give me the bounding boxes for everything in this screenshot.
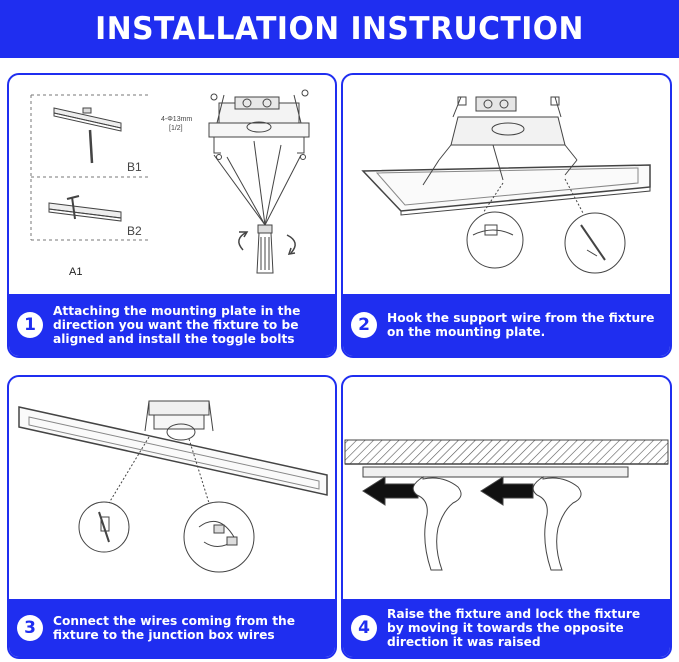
step-number-2: 2 bbox=[351, 312, 377, 338]
label-spec: 4-Φ13mm bbox=[161, 116, 192, 123]
label-b1: B1 bbox=[127, 160, 142, 174]
step-4-panel: 4 Raise the fixture and lock the fixture… bbox=[341, 375, 672, 659]
step-4-caption: 4 Raise the fixture and lock the fixture… bbox=[343, 599, 670, 657]
step-3-text: Connect the wires coming from the fixtur… bbox=[53, 614, 295, 642]
label-a1: A1 bbox=[69, 266, 82, 278]
step-number-1: 1 bbox=[17, 312, 43, 338]
step-1-illustration: B1 B2 A1 4-Φ13mm [1/2] bbox=[30, 89, 310, 278]
step-number-3: 3 bbox=[17, 615, 43, 641]
step-1-panel: B1 B2 A1 4-Φ13mm [1/2] 1 Attaching the m… bbox=[7, 73, 337, 358]
step-2-caption: 2 Hook the support wire from the fixture… bbox=[343, 294, 670, 356]
step-2-panel: 2 Hook the support wire from the fixture… bbox=[341, 73, 672, 358]
label-spec-2: [1/2] bbox=[169, 125, 183, 132]
step-3-caption: 3 Connect the wires coming from the fixt… bbox=[9, 599, 335, 657]
step-3-panel: 3 Connect the wires coming from the fixt… bbox=[7, 375, 337, 659]
step-2-text: Hook the support wire from the fixture o… bbox=[387, 311, 655, 339]
step-1-text: Attaching the mounting plate in the dire… bbox=[53, 304, 301, 346]
label-b2: B2 bbox=[127, 224, 142, 238]
step-number-4: 4 bbox=[351, 615, 377, 641]
page-title: INSTALLATION INSTRUCTION bbox=[95, 11, 584, 47]
step-3-illustration bbox=[18, 400, 328, 573]
title-banner: INSTALLATION INSTRUCTION bbox=[0, 0, 679, 58]
step-4-text: Raise the fixture and lock the fixture b… bbox=[387, 607, 641, 649]
step-2-illustration bbox=[361, 96, 651, 274]
step-1-caption: 1 Attaching the mounting plate in the di… bbox=[9, 294, 335, 356]
step-4-illustration bbox=[344, 439, 669, 571]
